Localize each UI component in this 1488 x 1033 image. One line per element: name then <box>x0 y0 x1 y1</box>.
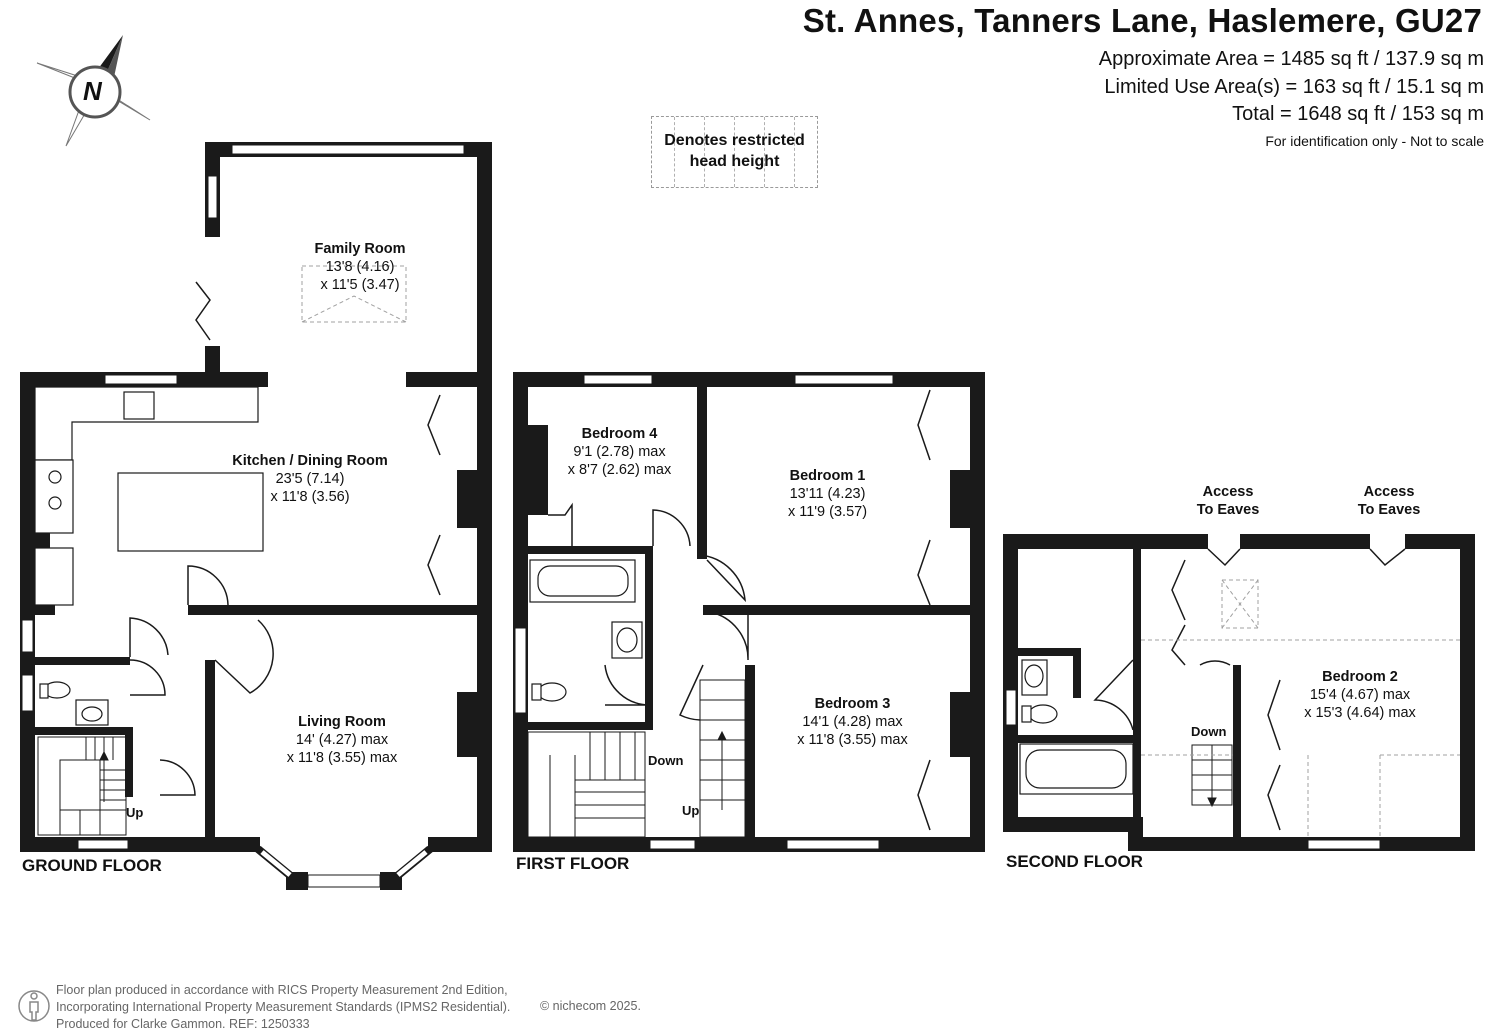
bedroom-2-name: Bedroom 2 <box>1322 669 1398 685</box>
first-stairs-up: Up <box>682 803 700 818</box>
bedroom-1-dim1: 13'11 (4.23) <box>789 486 866 502</box>
identification-note: For identification only - Not to scale <box>1265 133 1484 149</box>
ground-stairs-up: Up <box>126 805 144 820</box>
second-stairs-down: Down <box>1191 724 1227 739</box>
bedroom-4-label: Bedroom 4 9'1 (2.78) max x 8'7 (2.62) ma… <box>552 425 687 479</box>
ground-floor-label: GROUND FLOOR <box>22 856 162 875</box>
living-room-dim2: x 11'8 (3.55) max <box>286 750 398 766</box>
living-room-label: Living Room 14' (4.27) max x 11'8 (3.55)… <box>262 713 422 767</box>
approximate-area: Approximate Area = 1485 sq ft / 137.9 sq… <box>1098 48 1484 70</box>
footer-line3: Produced for Clarke Gammon. REF: 1250333 <box>56 1017 310 1031</box>
bedroom-4-name: Bedroom 4 <box>581 426 658 442</box>
bedroom-1-dim2: x 11'9 (3.57) <box>787 504 868 520</box>
second-floor-label: SECOND FLOOR <box>1006 852 1143 871</box>
bedroom-1-name: Bedroom 1 <box>789 468 866 484</box>
living-room-name: Living Room <box>298 714 386 730</box>
compass-icon <box>36 35 151 147</box>
eaves-1-line2: To Eaves <box>1196 502 1260 518</box>
first-floor-label: FIRST FLOOR <box>516 854 630 873</box>
property-address: St. Annes, Tanners Lane, Haslemere, GU27 <box>802 2 1482 39</box>
bedroom-4-dim2: x 8'7 (2.62) max <box>567 462 672 478</box>
footer-line1: Floor plan produced in accordance with R… <box>56 983 508 997</box>
bedroom-3-dim1: 14'1 (4.28) max <box>802 714 903 730</box>
family-room-name: Family Room <box>314 241 406 257</box>
bedroom-2-label: Bedroom 2 15'4 (4.67) max x 15'3 (4.64) … <box>1285 668 1435 722</box>
access-to-eaves-2: Access To Eaves <box>1351 483 1427 519</box>
bedroom-1-label: Bedroom 1 13'11 (4.23) x 11'9 (3.57) <box>760 467 895 521</box>
footer-line2: Incorporating International Property Mea… <box>56 1000 511 1014</box>
living-room-dim1: 14' (4.27) max <box>295 732 389 748</box>
eaves-2-line2: To Eaves <box>1357 502 1421 518</box>
family-room-dim2: x 11'5 (3.47) <box>320 277 400 293</box>
kitchen-dining-dim2: x 11'8 (3.56) <box>270 489 350 505</box>
compass-north-letter: N <box>83 76 102 106</box>
family-room-dim1: 13'8 (4.16) <box>325 259 395 275</box>
copyright-notice: © nichecom 2025. <box>540 999 641 1013</box>
kitchen-dining-name: Kitchen / Dining Room <box>232 453 388 469</box>
eaves-2-line1: Access <box>1363 484 1415 500</box>
restricted-legend-line2: head height <box>689 153 780 170</box>
footer-notes: Floor plan produced in accordance with R… <box>56 982 510 1033</box>
bedroom-4-dim1: 9'1 (2.78) max <box>573 444 666 460</box>
restricted-legend-line1: Denotes restricted <box>664 132 805 149</box>
bedroom-3-dim2: x 11'8 (3.55) max <box>797 732 908 748</box>
bedroom-3-name: Bedroom 3 <box>814 696 891 712</box>
bedroom-3-label: Bedroom 3 14'1 (4.28) max x 11'8 (3.55) … <box>775 695 930 749</box>
limited-use-area: Limited Use Area(s) = 163 sq ft / 15.1 s… <box>1104 76 1484 98</box>
first-stairs-down: Down <box>648 753 684 768</box>
family-room-label: Family Room 13'8 (4.16) x 11'5 (3.47) <box>290 240 430 294</box>
access-to-eaves-1: Access To Eaves <box>1190 483 1266 519</box>
total-area: Total = 1648 sq ft / 153 sq m <box>1232 103 1484 125</box>
bedroom-2-dim1: 15'4 (4.67) max <box>1309 687 1411 703</box>
restricted-height-legend: Denotes restricted head height <box>651 116 818 188</box>
kitchen-dining-dim1: 23'5 (7.14) <box>275 471 345 487</box>
bedroom-2-dim2: x 15'3 (4.64) max <box>1304 705 1416 721</box>
kitchen-dining-label: Kitchen / Dining Room 23'5 (7.14) x 11'8… <box>220 452 400 506</box>
eaves-1-line1: Access <box>1202 484 1254 500</box>
ipms-person-icon <box>18 990 50 1022</box>
